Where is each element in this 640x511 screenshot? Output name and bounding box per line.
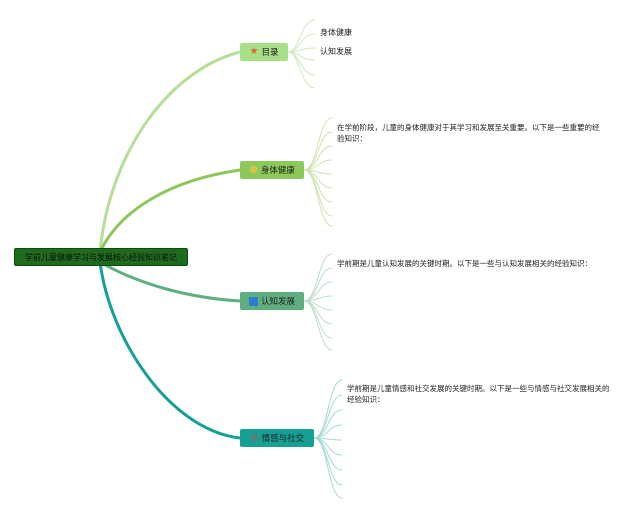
branch-label-mulu: 目录 (261, 48, 279, 58)
branch-connector-renzhi (99, 260, 241, 303)
square-icon (248, 296, 258, 306)
branch-connector-qinggan (98, 261, 241, 440)
star-icon: ★ (249, 46, 259, 57)
branch-label-renzhi: 认知发展 (260, 297, 295, 307)
branch-connector-mulu (98, 50, 241, 253)
branch-connector-shenti (98, 168, 241, 253)
circle-icon: ● (249, 432, 259, 443)
circle-icon: ● (249, 164, 258, 175)
root-label: 学前儿童健康学习与发展核心经验知识笔记 (25, 252, 177, 262)
shenti-fan (303, 117, 333, 227)
renzhi-description: 学前期是儿童认知发展的关键时期。以下是一些与认知发展相关的经验知识： (337, 259, 592, 268)
mulu-item-renzhi[interactable]: 认知发展 (320, 47, 352, 56)
branch-node-shenti[interactable]: ● 身体健康 (240, 161, 304, 179)
branch-node-renzhi[interactable]: 认知发展 (240, 292, 304, 310)
mulu-fan (287, 19, 316, 89)
branch-label-shenti: 身体健康 (260, 166, 295, 176)
branch-label-qinggan: 情感与社交 (261, 434, 305, 444)
renzhi-fan (303, 253, 333, 351)
qinggan-fan (313, 379, 343, 499)
root-node[interactable]: 学前儿童健康学习与发展核心经验知识笔记 (14, 248, 188, 266)
shenti-description: 在学前阶段，儿童的身体健康对于其学习和发展至关重要。以下是一些重要的经验知识： (337, 123, 600, 143)
branch-node-qinggan[interactable]: ● 情感与社交 (240, 429, 314, 447)
branch-node-mulu[interactable]: ★ 目录 (240, 43, 288, 61)
mulu-item-shenti[interactable]: 身体健康 (320, 28, 352, 37)
qinggan-description: 学前期是儿童情感和社交发展的关键时期。以下是一些与情感与社交发展相关的经验知识： (347, 384, 610, 404)
